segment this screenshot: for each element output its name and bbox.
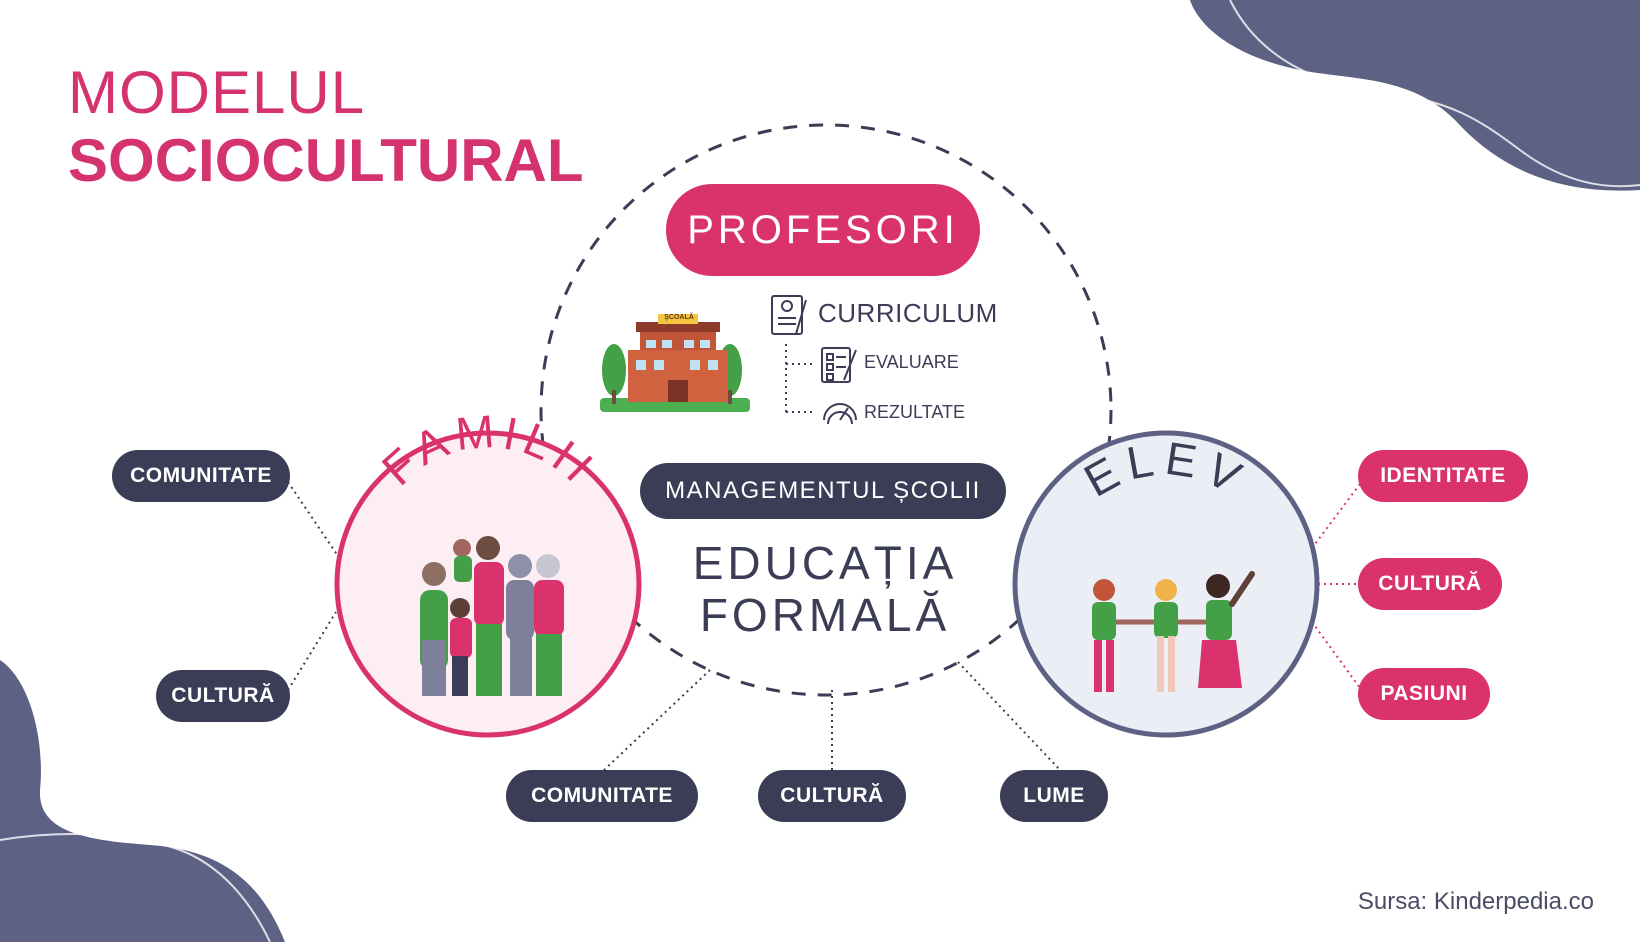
profesori-pill: PROFESORI bbox=[666, 184, 980, 276]
education-line-1: EDUCAȚIA bbox=[660, 536, 990, 590]
evaluare-icon bbox=[822, 348, 856, 382]
connector-elev-identitate bbox=[1312, 484, 1360, 548]
school-illustration bbox=[600, 314, 750, 412]
bottom-tag-cultura: CULTURĂ bbox=[758, 770, 906, 822]
familii-tag-comunitate: COMUNITATE bbox=[112, 450, 290, 502]
bottom-tag-comunitate: COMUNITATE bbox=[506, 770, 698, 822]
rezultate-icon bbox=[824, 404, 856, 424]
source-credit: Sursa: Kinderpedia.co bbox=[1358, 888, 1594, 916]
elev-tag-pasiuni: PASIUNI bbox=[1358, 668, 1490, 720]
elev-tag-cultura: CULTURĂ bbox=[1358, 558, 1502, 610]
school-sign: ŞCOALĂ bbox=[660, 314, 698, 321]
connector-elev-pasiuni bbox=[1312, 622, 1360, 688]
evaluare-label: EVALUARE bbox=[864, 352, 959, 373]
connector-bottom-lume bbox=[958, 662, 1060, 770]
elev-tag-identitate: IDENTITATE bbox=[1358, 450, 1528, 502]
familii-tag-cultura: CULTURĂ bbox=[156, 670, 290, 722]
curriculum-icon bbox=[772, 296, 806, 334]
connector-bottom-comunitate bbox=[604, 670, 710, 770]
education-line-2: FORMALĂ bbox=[660, 588, 990, 642]
connector-familii-comunitate bbox=[288, 482, 338, 556]
top-right-blob bbox=[1190, 0, 1640, 191]
title-line-1: MODELUL bbox=[68, 58, 365, 127]
connector-familii-cultura bbox=[288, 612, 336, 690]
management-pill: MANAGEMENTUL ȘCOLII bbox=[640, 463, 1006, 519]
title-line-2: SOCIOCULTURAL bbox=[68, 126, 584, 195]
rezultate-label: REZULTATE bbox=[864, 402, 965, 423]
bottom-tag-lume: LUME bbox=[1000, 770, 1108, 822]
curriculum-label: CURRICULUM bbox=[818, 298, 998, 329]
